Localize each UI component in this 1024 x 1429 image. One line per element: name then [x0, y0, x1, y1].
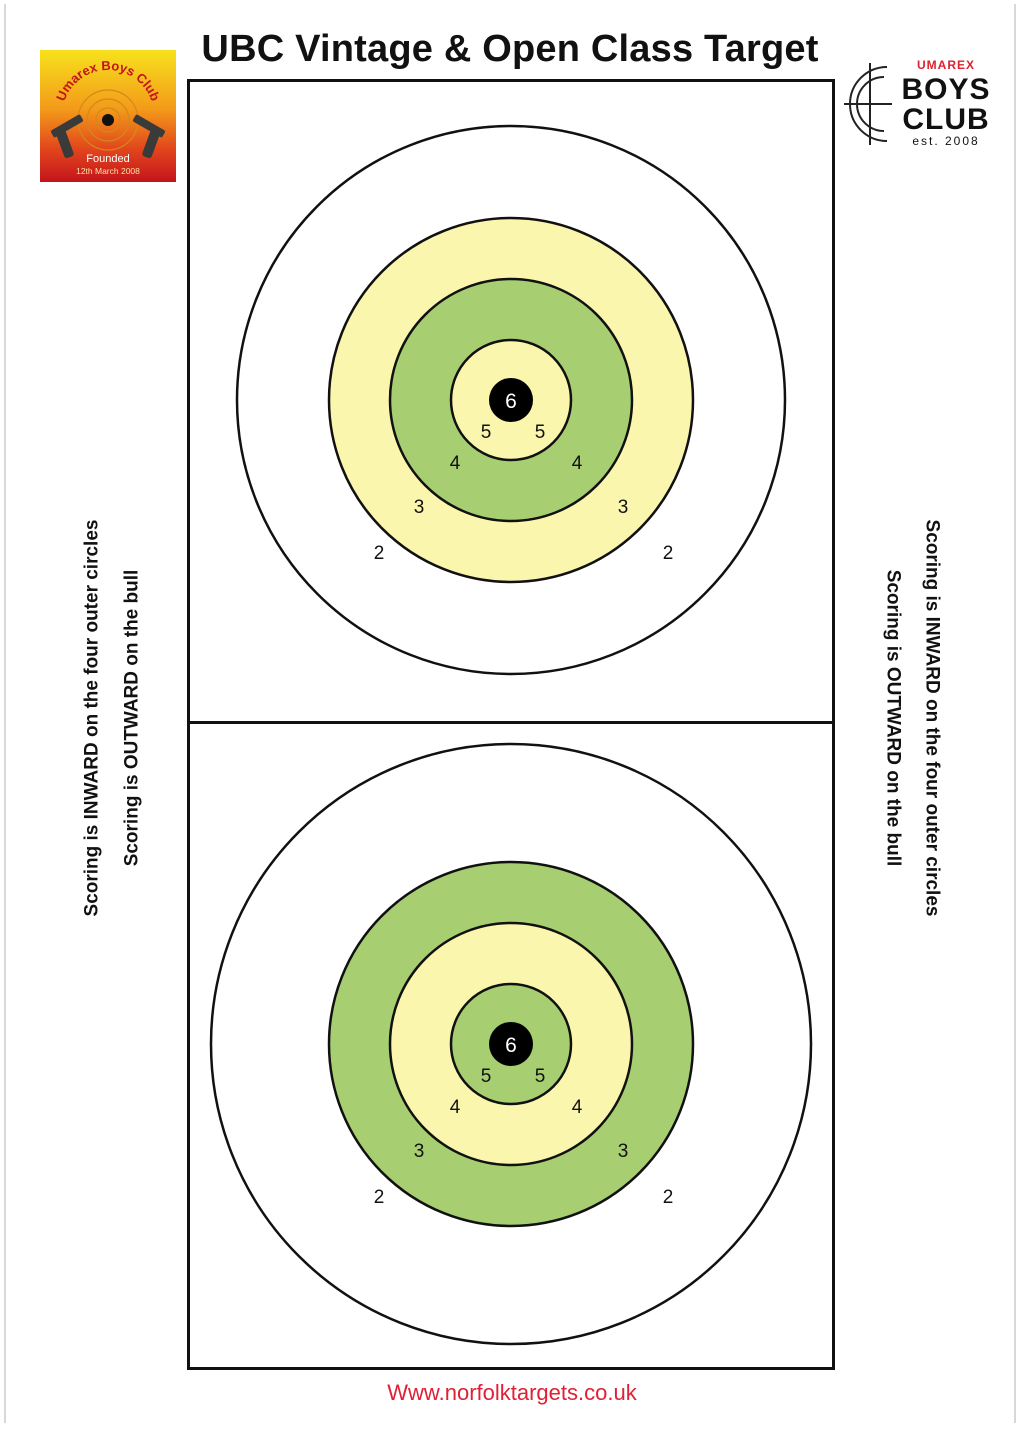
ring-4-score-right: 4: [572, 1097, 583, 1118]
page-border: [4, 4, 1016, 1423]
ring-3-score-right: 3: [618, 497, 629, 518]
target-divider: [187, 721, 835, 724]
target-frame: [187, 79, 835, 1370]
bull: [489, 1022, 533, 1066]
scoring-note-inward-left: Scoring is INWARD on the four outer circ…: [81, 519, 103, 917]
scoring-note-outward-right: Scoring is OUTWARD on the bull: [882, 569, 904, 867]
badge-date: 12th March 2008: [76, 166, 140, 176]
ring-2-score-right: 2: [663, 543, 674, 564]
bull-score: 6: [505, 390, 517, 413]
boys-club-logo: UMAREX BOYS CLUB est. 2008: [844, 58, 990, 148]
target-bottom: 6 5 5 4 4 3 3 2 2: [209, 742, 813, 1346]
ring-4-score-left: 4: [450, 1097, 461, 1118]
ring-2-score-left: 2: [374, 543, 385, 564]
ring-5-score-left: 5: [481, 422, 492, 443]
revolver-right-icon: [133, 114, 165, 159]
target-top: 6 5 5 4 4 3 3 2 2: [235, 124, 787, 676]
page-title: UBC Vintage & Open Class Target: [201, 28, 819, 70]
logo-line2: CLUB: [902, 103, 989, 136]
bull-score: 6: [505, 1034, 517, 1057]
scoring-note-outward-left: Scoring is OUTWARD on the bull: [121, 569, 143, 867]
logo-line1: BOYS: [901, 73, 990, 106]
ring-3-score-right: 3: [618, 1141, 629, 1162]
ring-4-score-left: 4: [450, 453, 461, 474]
ring-2-score-right: 2: [663, 1187, 674, 1208]
crosshair-icon: [844, 63, 892, 145]
bull: [489, 378, 533, 422]
ring-5-score-left: 5: [481, 1066, 492, 1087]
ring-3-score-left: 3: [414, 497, 425, 518]
badge-founded: Founded: [86, 153, 129, 165]
logo-brand: UMAREX: [917, 58, 975, 72]
club-badge-logo: Umarex Boys Club Founded 12th March 2008: [40, 50, 176, 182]
ring-3-score-left: 3: [414, 1141, 425, 1162]
revolver-left-icon: [51, 114, 83, 159]
ring-4-score-right: 4: [572, 453, 583, 474]
ring-5-score-right: 5: [535, 422, 546, 443]
logo-est: est. 2008: [912, 134, 979, 148]
ring-5-score-right: 5: [535, 1066, 546, 1087]
ring-2-score-left: 2: [374, 1187, 385, 1208]
scoring-note-inward-right: Scoring is INWARD on the four outer circ…: [921, 519, 943, 917]
footer-url-link[interactable]: Www.norfolktargets.co.uk: [387, 1380, 637, 1405]
